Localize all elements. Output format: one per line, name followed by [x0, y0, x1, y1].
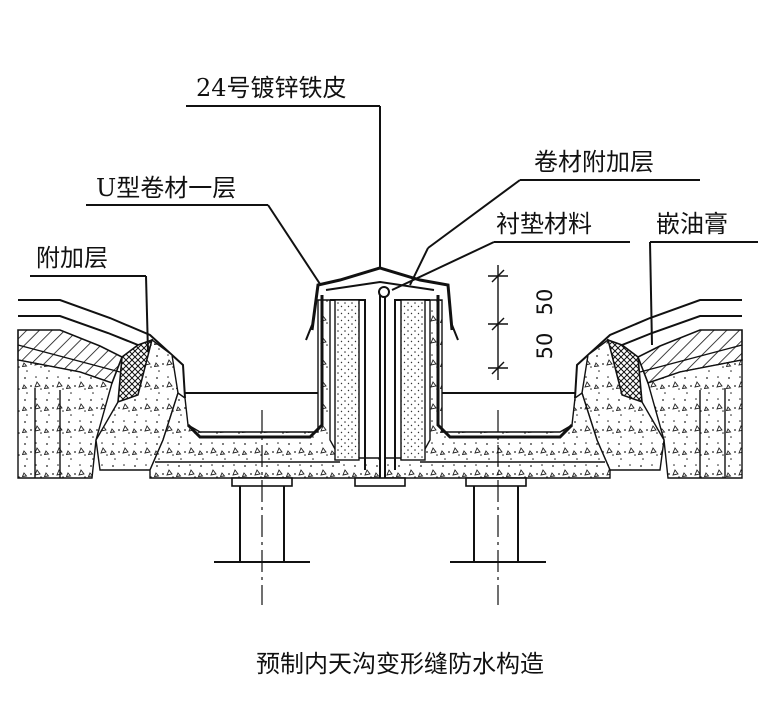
leader-lines	[30, 105, 758, 353]
right-roof-slab	[574, 299, 743, 479]
left-roof-slab	[17, 299, 186, 479]
dim-label-lower: 50	[533, 333, 557, 360]
centre-lines	[261, 410, 499, 605]
label-padding-material: 衬垫材料	[496, 210, 592, 238]
label-extra-layer: 附加层	[36, 244, 108, 272]
left-wall-concrete	[17, 359, 113, 479]
label-sealant: 嵌油膏	[656, 210, 728, 238]
dim-label-upper: 50	[533, 289, 557, 316]
label-galvanized-sheet: 24号镀锌铁皮	[196, 74, 347, 102]
label-membrane-extra-layer: 卷材附加层	[534, 148, 654, 176]
padding-roll	[378, 286, 390, 298]
joint-base-plate	[354, 477, 406, 487]
dimension-line	[488, 265, 508, 380]
diagram-caption: 预制内天沟变形缝防水构造	[256, 650, 544, 678]
right-wall-concrete	[647, 359, 743, 479]
label-u-membrane: U型卷材一层	[96, 174, 236, 202]
supports	[214, 477, 546, 563]
